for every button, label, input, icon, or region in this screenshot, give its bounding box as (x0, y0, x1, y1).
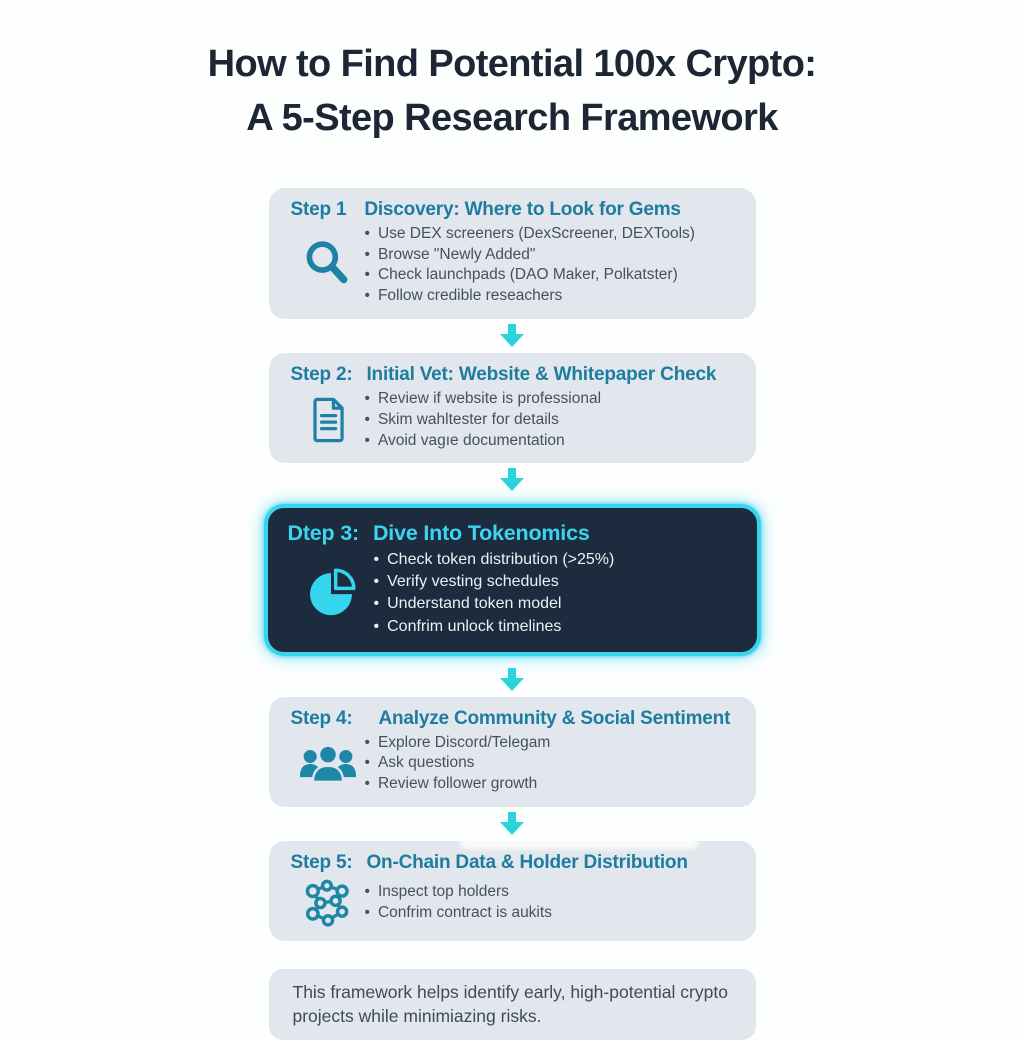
bullet: Confrim unlock timelines (374, 616, 615, 638)
bullet: Skim wahltester for details (365, 410, 602, 431)
bullet: Verify vesting schedules (374, 571, 615, 593)
bullet: Review follower growth (365, 774, 551, 795)
step-1-bullets: Use DEX screeners (DexScreener, DEXTools… (365, 224, 695, 307)
search-icon (291, 238, 365, 292)
down-arrow-icon (500, 468, 524, 492)
flow-connector (269, 463, 756, 497)
flow-connector (269, 663, 756, 697)
step-4-box: Step 4: Analyze Community & Social Sentim… (268, 696, 756, 807)
bullet: Avoid vagıe documentation (365, 431, 602, 452)
bullet: Review if website is professional (365, 389, 601, 410)
step-5-label: Step 5: (290, 851, 353, 873)
step-5-bullets: Inspect top holders Confrim contract is … (365, 882, 552, 924)
bullet: Confrim contract is aukits (365, 903, 552, 924)
title-line-1: How to Find Potential 100x Crypto: (207, 43, 817, 85)
bullet: Ask questions (365, 753, 551, 774)
step-2-heading: Initial Vet: Website & Whitepaper Check (366, 363, 717, 385)
document-icon (291, 394, 365, 446)
bullet: Understand token model (374, 593, 615, 615)
step-2-box: Step 2: Initial Vet: Website & Whitepaper… (268, 352, 756, 464)
step-2-header: Step 2: Initial Vet: Website & Whitepaper… (291, 364, 736, 386)
down-arrow-icon (500, 323, 524, 347)
step-3-label: Dtep 3: (287, 521, 360, 546)
step-4-bullets: Explore Discord/Telegam Ask questions Re… (365, 733, 551, 795)
step-3-header: Dtep 3: Dive Into Tokenomics (288, 521, 739, 546)
down-arrow-icon (500, 811, 524, 835)
summary-line-1: This framework helps identify early, hig… (292, 981, 728, 1002)
summary-line-2: projects while minimiazing risks. (292, 1005, 542, 1026)
step-4-header: Step 4: Analyze Community & Social Sentim… (291, 708, 736, 730)
page-title: How to Find Potential 100x Crypto: A 5-S… (0, 38, 1024, 146)
step-3-bullets: Check token distribution (>25%) Verify v… (374, 549, 615, 638)
step-5-box: Step 5: On-Chain Data & Holder Distributi… (268, 840, 756, 941)
down-arrow-icon (500, 667, 524, 691)
summary-note: This framework helps identify early, hig… (268, 968, 756, 1040)
step-4-heading: Analyze Community & Social Sentiment (378, 707, 731, 729)
title-line-2: A 5-Step Research Framework (246, 96, 778, 139)
flow-connector (269, 319, 756, 353)
step-1-heading: Discovery: Where to Look for Gems (364, 198, 681, 220)
bullet: Check token distribution (>25%) (374, 549, 614, 571)
bullet: Follow credible reseachers (365, 286, 695, 307)
step-3-heading: Dive Into Tokenomics (372, 521, 590, 546)
flow-connector (269, 807, 756, 849)
faded-artifact (459, 835, 698, 849)
bullet: Use DEX screeners (DexScreener, DEXTools… (365, 224, 695, 245)
step-2-label: Step 2: (290, 363, 353, 385)
step-1-header: Step 1 Discovery: Where to Look for Gems (291, 199, 736, 221)
step-5-heading: On-Chain Data & Holder Distribution (366, 851, 688, 873)
step-4-label: Step 4: (290, 707, 353, 729)
step-5-header: Step 5: On-Chain Data & Holder Distributi… (291, 852, 736, 874)
bullet: Inspect top holders (365, 882, 552, 903)
step-2-bullets: Review if website is professional Skim w… (365, 389, 602, 452)
step-3-box-highlighted: Dtep 3: Dive Into Tokenomics Check token … (263, 504, 761, 656)
people-icon (291, 741, 365, 787)
step-1-label: Step 1 (290, 198, 347, 220)
network-icon (291, 877, 365, 929)
bullet: Check launchpads (DAO Maker, Polkatster) (365, 265, 695, 286)
bullet: Browse "Newly Added" (365, 245, 695, 266)
bullet: Explore Discord/Telegam (365, 733, 550, 754)
pie-chart-icon (288, 565, 374, 621)
